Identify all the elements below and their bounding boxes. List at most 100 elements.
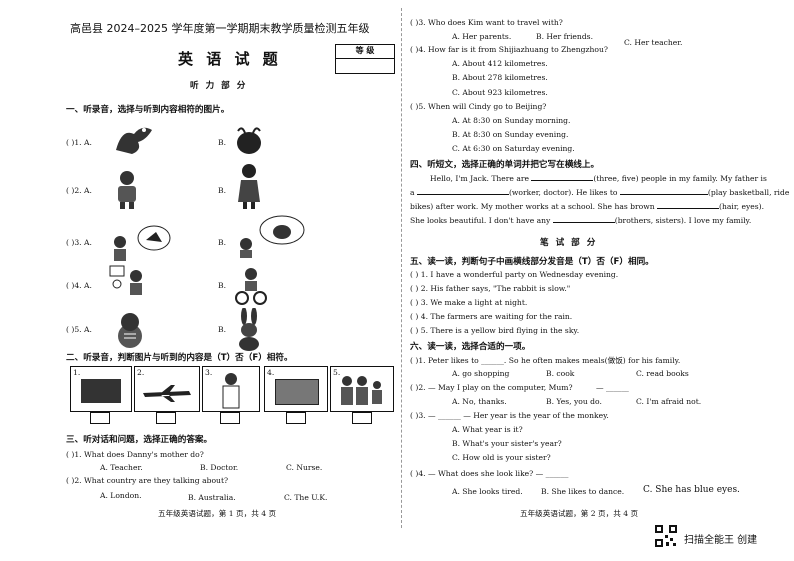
plane-icon	[143, 385, 191, 402]
sec3-q4-c: C. About 923 kilometres.	[452, 88, 548, 97]
sec3-q5-b: B. At 8:30 on Sunday evening.	[452, 130, 569, 139]
basketball-picture	[109, 265, 142, 295]
sec1-q5-b: B.	[218, 325, 226, 334]
subject-title: 英 语 试 题	[178, 50, 282, 68]
sec3-q2-c: C. The U.K.	[284, 493, 328, 502]
sec1-q4-b: B.	[218, 281, 226, 290]
sec6-q1: ( )1. Peter likes to ______. So he often…	[410, 356, 681, 365]
boy-worker-picture	[118, 171, 136, 209]
sec3-q4-b: B. About 278 kilometres.	[452, 73, 548, 82]
sec4-blank-1[interactable]	[531, 180, 594, 181]
sec2-pic-2: 2.	[134, 366, 200, 412]
sec4-l3b: (hair, eyes).	[719, 202, 765, 211]
dragon-picture	[116, 127, 152, 154]
sec1-q1-b: B.	[218, 138, 226, 147]
sec3-q5-c: C. At 6:30 on Saturday evening.	[452, 144, 575, 153]
sec2-pic-4: 4.	[264, 366, 328, 412]
sec3-q5-a: A. At 8:30 on Sunday morning.	[452, 116, 571, 125]
sec5-item-5: ( ) 5. There is a yellow bird flying in …	[410, 326, 580, 335]
sec2-num-5: 5.	[333, 368, 341, 377]
sec2-answer-5[interactable]	[352, 412, 372, 424]
sec4-blank-4[interactable]	[657, 208, 720, 209]
sec6-q1-a: A. go shopping	[452, 369, 510, 378]
sec5-item-3: ( ) 3. We make a light at night.	[410, 298, 528, 307]
sec2-title: 二、听录音，判断图片与听到的内容是（T）否（F）相符。	[66, 353, 293, 363]
ox-picture	[237, 127, 261, 154]
sec4-blank-3[interactable]	[619, 194, 708, 195]
family-icon	[341, 376, 382, 405]
sec5-title: 五、读一读，判断句子中画横线部分发音是（T）否（F）相同。	[410, 257, 654, 267]
sec2-pic-3: 3.	[202, 366, 260, 412]
sec2-answer-3[interactable]	[220, 412, 240, 424]
sec6-q3-a: A. What year is it?	[452, 425, 523, 434]
sec6-q4-c: C. She has blue eyes.	[643, 485, 740, 495]
sec2-answer-1[interactable]	[90, 412, 110, 424]
sec3-q3-b: B. Her friends.	[536, 32, 593, 41]
sec4-l2c: (play basketball, ride	[707, 188, 790, 197]
sec1-q4-label: ( )4. A.	[66, 281, 92, 290]
flag-icon	[81, 379, 121, 403]
sec6-q2-dash: — ______	[596, 383, 629, 392]
grade-box-label: 等 级	[336, 45, 394, 59]
sec4-l4b: (brothers, sisters). I love my family.	[614, 216, 752, 225]
sec1-q5-label: ( )5. A.	[66, 325, 92, 334]
sec4-l1b: (three, five) people in my family. My fa…	[593, 174, 767, 183]
sec4-l1a: Hello, I'm Jack. There are	[430, 174, 529, 183]
bike-rider-picture	[235, 268, 267, 305]
sec3-q5: ( )5. When will Cindy go to Beijing?	[410, 102, 547, 111]
sec3-q2: ( )2. What country are they talking abou…	[66, 476, 229, 485]
sec3-q1-b: B. Doctor.	[200, 463, 239, 472]
sec1-q2-b: B.	[218, 186, 226, 195]
kid-dreaming-picture	[240, 215, 305, 258]
sec6-q2-c: C. I'm afraid not.	[636, 397, 702, 406]
rabbit-picture	[239, 308, 259, 351]
sec3-q1: ( )1. What does Danny's mother do?	[66, 450, 204, 459]
sec6-q2-a: A. No, thanks.	[452, 397, 507, 406]
sec2-pic-1: 1.	[70, 366, 132, 412]
sec6-q2: ( )2. — May I play on the computer, Mum?	[410, 383, 573, 392]
sec4-l3a: bikes) after work. My mother works at a …	[410, 202, 655, 211]
sec4-line2: a (worker, doctor). He likes to (play ba…	[410, 188, 789, 197]
sec1-q3-b: B.	[218, 238, 226, 247]
sec1-title: 一、听录音，选择与听到内容相符的图片。	[66, 105, 230, 115]
sec2-num-2: 2.	[137, 368, 145, 377]
page2-footer: 五年级英语试题，第 2 页，共 4 页	[520, 509, 639, 518]
listening-part-title: 听 力 部 分	[190, 81, 248, 91]
sec3-q3-a: A. Her parents.	[452, 32, 512, 41]
sec4-line1: Hello, I'm Jack. There are (three, five)…	[430, 174, 767, 183]
writing-part-title: 笔 试 部 分	[540, 238, 598, 248]
sec1-q2-label: ( )2. A.	[66, 186, 92, 195]
tiger-picture	[118, 313, 142, 348]
sec2-num-3: 3.	[205, 368, 213, 377]
sec4-l2a: a	[410, 188, 415, 197]
sec3-q2-b: B. Australia.	[188, 493, 236, 502]
doctor-icon	[222, 373, 240, 409]
sec2-pic-5: 5.	[330, 366, 394, 412]
sec4-blank-2[interactable]	[416, 194, 509, 195]
sec6-q1-c: C. read books	[636, 369, 689, 378]
sec4-blank-5[interactable]	[552, 222, 615, 223]
exam-header: 高邑县 2024–2025 学年度第一学期期末教学质量检测五年级	[70, 22, 370, 35]
page1-footer: 五年级英语试题，第 1 页，共 4 页	[158, 509, 277, 518]
sec2-num-4: 4.	[267, 368, 275, 377]
sec3-title: 三、听对话和问题，选择正确的答案。	[66, 435, 213, 445]
sec4-title: 四、听短文，选择正确的单词并把它写在横线上。	[410, 160, 600, 170]
sec6-q3: ( )3. — ______ — Her year is the year of…	[410, 411, 609, 420]
sec3-q2-a: A. London.	[100, 491, 142, 500]
sec2-num-1: 1.	[73, 368, 81, 377]
sec3-q3: ( )3. Who does Kim want to travel with?	[410, 18, 563, 27]
scanner-watermark: 扫描全能王 创建	[684, 535, 758, 546]
sec4-line3: bikes) after work. My mother works at a …	[410, 202, 764, 211]
sec5-item-2: ( ) 2. His father says, "The rabbit is s…	[410, 284, 571, 293]
sec6-q3-b: B. What's your sister's year?	[452, 439, 562, 448]
sec3-q1-c: C. Nurse.	[286, 463, 323, 472]
sec2-answer-2[interactable]	[156, 412, 176, 424]
sec3-q4: ( )4. How far is it from Shijiazhuang to…	[410, 45, 608, 54]
sec3-q4-a: A. About 412 kilometres.	[452, 59, 548, 68]
sec1-q1-label: ( )1. A.	[66, 138, 92, 147]
sec5-item-1: ( ) 1. I have a wonderful party on Wedne…	[410, 270, 619, 279]
sec6-q4-b: B. She likes to dance.	[541, 487, 625, 496]
sec6-q3-c: C. How old is your sister?	[452, 453, 551, 462]
sec2-answer-4[interactable]	[286, 412, 306, 424]
grade-box: 等 级	[335, 44, 395, 74]
